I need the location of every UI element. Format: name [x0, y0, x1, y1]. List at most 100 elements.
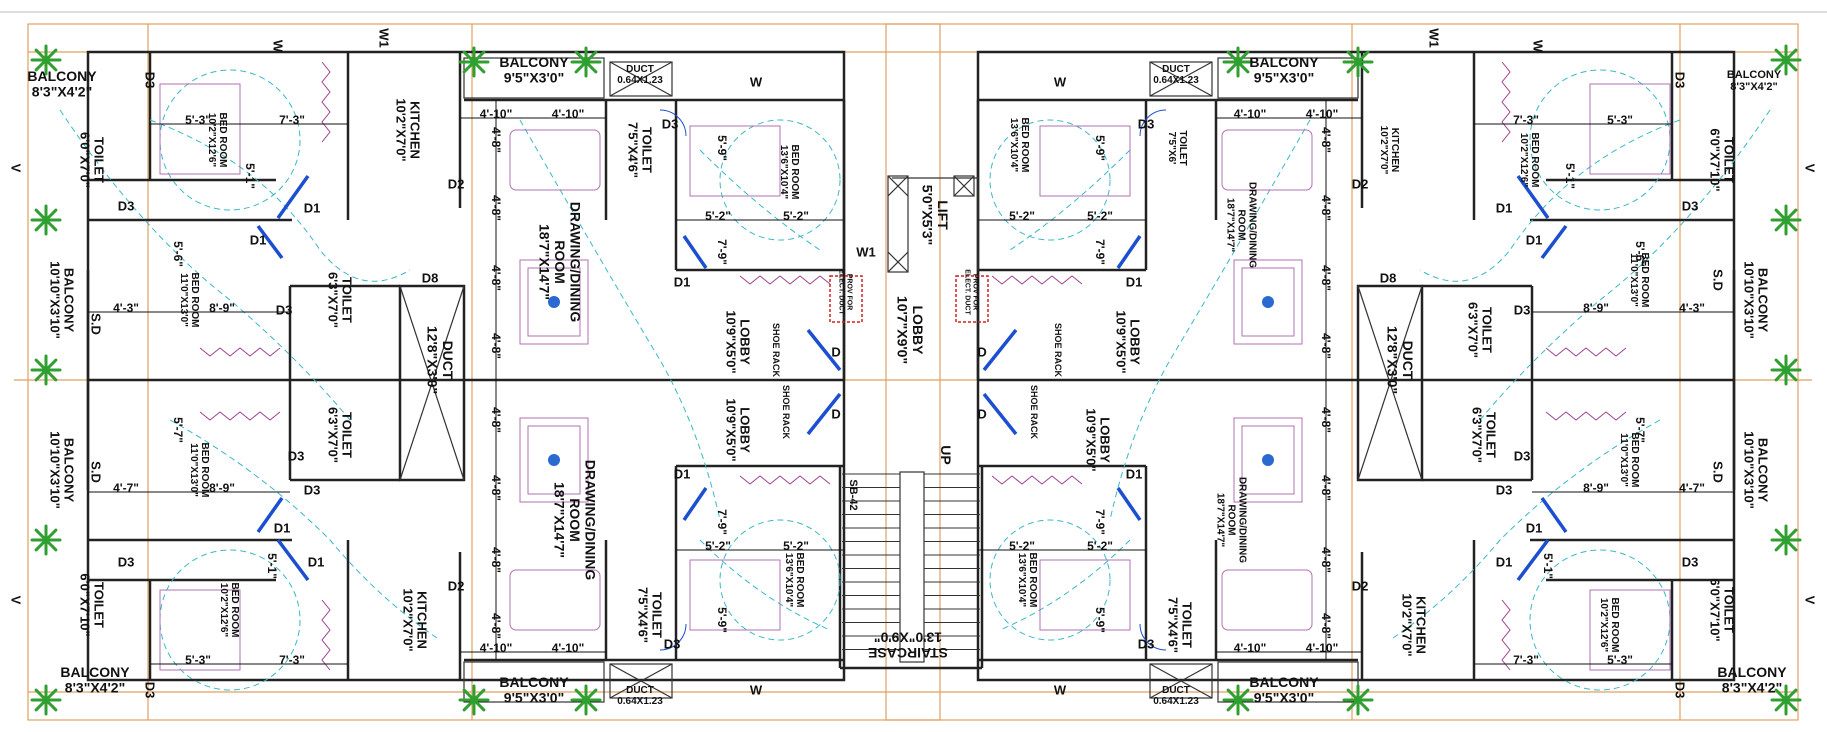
opening-tag: D3 — [1138, 117, 1155, 132]
dimension-label: 5'-2" — [1009, 209, 1035, 223]
dimension-label: 7'-9" — [715, 239, 729, 265]
room-label-bed-bl: BED ROOM11'0"X13'0" — [188, 443, 210, 498]
dimension-label: 5'-1" — [243, 163, 257, 189]
dimension-label: 4'-8" — [489, 547, 503, 573]
room-label-dd-tl: DRAWING/DININGROOM18'7"X14'7" — [537, 202, 584, 323]
dimension-label: 4'-10" — [480, 641, 513, 655]
opening-tag: S.D — [88, 313, 103, 335]
opening-tag: D2 — [448, 177, 465, 192]
opening-tag: D1 — [1526, 521, 1543, 536]
room-label-toilet-br2: TOILET7'5"X4'6" — [1165, 597, 1194, 653]
opening-tag: V — [8, 164, 23, 173]
opening-tag: W1 — [856, 245, 876, 260]
opening-tag: D3 — [662, 117, 679, 132]
dimension-label: 7'-9" — [715, 509, 729, 535]
dimension-label: 4'-8" — [489, 407, 503, 433]
opening-tag: W — [750, 683, 763, 698]
opening-tag: D1 — [304, 201, 321, 216]
room-label-kitchen-bl: KITCHEN10'2"X7'0" — [400, 588, 429, 651]
opening-tag: D3 — [1682, 555, 1699, 570]
opening-tag: D3 — [118, 199, 135, 214]
room-label-lift: LIFT5'0"X5'3" — [919, 185, 950, 245]
room-label-lobby-br: LOBBY10'9"X5'0" — [1083, 408, 1112, 471]
opening-tag: D3 — [304, 483, 321, 498]
room-label-bed-tl3: BED ROOM11'0"X13'0" — [178, 273, 200, 328]
opening-tag: W1 — [1426, 28, 1441, 48]
dimension-label: 5'-9" — [715, 607, 729, 633]
dimension-label: 4'-10" — [480, 107, 513, 121]
dimension-label: 4'-8" — [1319, 613, 1333, 639]
room-label-kitchen-tl: KITCHEN10'2"X7'0" — [393, 98, 422, 161]
room-label-bed-tl2: BED ROOM13'6"X10'4" — [778, 145, 800, 200]
annotation-note: SB-42 — [847, 479, 859, 510]
dimension-label: 4'-7" — [113, 481, 139, 495]
dimension-label: 4'-8" — [489, 127, 503, 153]
dimension-label: 4'-8" — [489, 475, 503, 501]
opening-tag: D8 — [1380, 271, 1397, 286]
room-label-toilet-tr3: TOILET6'3"X7'0" — [1465, 302, 1494, 358]
plant-icon — [1770, 44, 1802, 76]
plant-icon — [30, 204, 62, 236]
room-label-toilet-bl3: TOILET7'5"X4'6" — [635, 587, 664, 643]
room-label-bed-bl3: BED ROOM13'6"X10'4" — [783, 553, 805, 608]
opening-tag: D2 — [448, 579, 465, 594]
dimension-label: 5'-1" — [1563, 163, 1577, 189]
dimension-label: 4'-3" — [1679, 301, 1705, 315]
room-label-toilet-tl: TOILET6'0"X7'0" — [77, 132, 106, 188]
opening-tag: D1 — [1126, 275, 1143, 290]
plant-icon — [30, 354, 62, 386]
opening-tag: D3 — [664, 637, 681, 652]
dimension-label: 5'-3" — [185, 653, 211, 667]
room-label-bal-tl3: BALCONY10'10"X3'10" — [47, 261, 76, 339]
room-label-duct-l: DUCT12'8"X3'0" — [424, 326, 455, 394]
opening-tag: S.D — [88, 461, 103, 483]
dimension-label: 5'-6" — [171, 241, 185, 267]
walls-left-wing — [86, 50, 846, 703]
door-window-tags: D3D3D3D3D1D1D1D1D2D2D3D3D1D1D3D3D3D8DDDD… — [8, 28, 1817, 698]
annotation-note: SHOE RACK — [1053, 323, 1063, 378]
opening-tag: D — [831, 407, 840, 422]
opening-tag: W — [1054, 683, 1067, 698]
dimension-label: 4'-10" — [552, 641, 585, 655]
room-label-bal-br: BALCONY10'10"X3'10" — [1741, 431, 1770, 509]
room-label-dd-tr: DRAWING/DININGROOM18'7"X14'7" — [1225, 182, 1258, 268]
room-label-bed-tr3: BED ROOM11'0"X13'0" — [1628, 253, 1650, 308]
dimension-label: 7'-9" — [1093, 239, 1107, 265]
dimension-label: 5'-6" — [1633, 241, 1647, 267]
dimension-label: 4'-8" — [489, 613, 503, 639]
dimension-label: 4'-10" — [1234, 107, 1267, 121]
opening-tag: D1 — [308, 555, 325, 570]
dimension-label: 5'-3" — [185, 113, 211, 127]
dimension-label: 5'-2" — [705, 539, 731, 553]
room-label-lobby-tr: LOBBY10'9"X5'0" — [1113, 310, 1142, 373]
room-label-toilet-br3: TOILET6'0"X7'10" — [1707, 578, 1736, 641]
room-label-bed-bl2: BED ROOM10'2"X12'6" — [218, 583, 240, 638]
plant-icon — [458, 46, 490, 78]
dimension-label: 8'-9" — [209, 481, 235, 495]
dimension-label: 4'-8" — [1319, 333, 1333, 359]
dimension-label: 4'-8" — [1319, 127, 1333, 153]
plant-icon — [1770, 204, 1802, 236]
plant-icon — [570, 684, 602, 716]
opening-tag: D1 — [1496, 555, 1513, 570]
dimension-label: 5'-3" — [1607, 653, 1633, 667]
dimension-label: 4'-10" — [552, 107, 585, 121]
room-label-lobby-c: LOBBY10'7"X9'0" — [894, 296, 925, 364]
opening-tag: W — [1054, 75, 1067, 90]
dimension-label: 4'-10" — [1306, 641, 1339, 655]
opening-tag: D1 — [274, 521, 291, 536]
dimension-label: 4'-10" — [1234, 641, 1267, 655]
opening-tag: W1 — [376, 28, 391, 48]
dimension-label: 5'-2" — [1087, 539, 1113, 553]
plant-icon — [1222, 46, 1254, 78]
room-label-kitchen-tr: KITCHEN10'2"X7'0" — [1378, 126, 1400, 175]
room-label-toilet-tr: TOILET6'0"X7'10" — [1707, 128, 1736, 191]
room-label-dd-bl: DRAWING/DININGROOM18'7"X14'7" — [552, 460, 599, 581]
dimension-label: 7'-3" — [1513, 653, 1539, 667]
